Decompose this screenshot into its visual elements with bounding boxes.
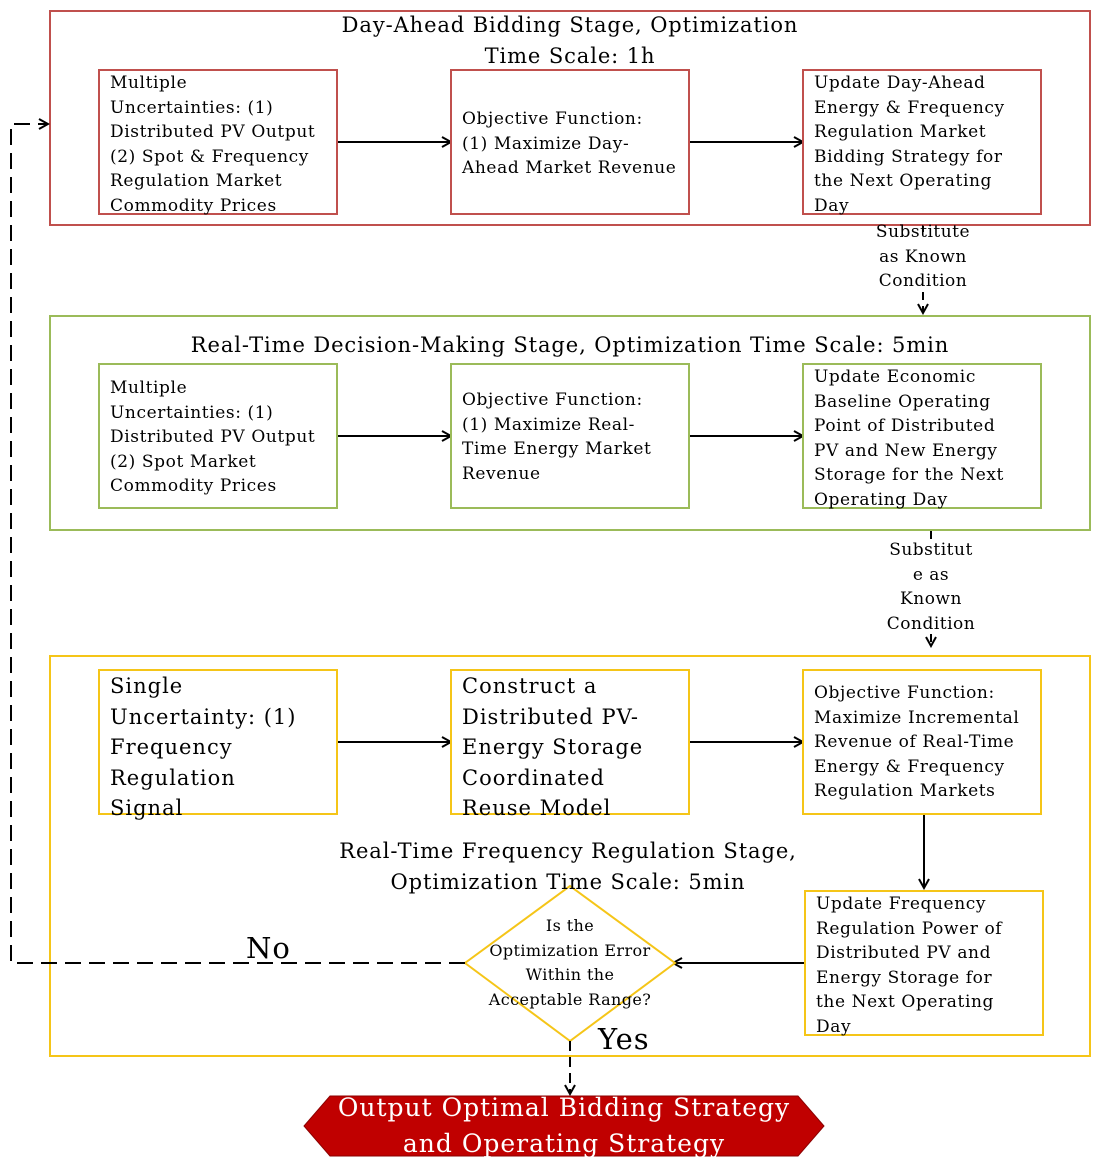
- stage1-uncertainty-box: Multiple Uncertainties: (1) Distributed …: [98, 69, 338, 216]
- stage1-title-line2: Time Scale: 1h: [484, 44, 656, 68]
- stage2-frame: [49, 315, 1091, 531]
- stage3-uncertainty-box: Single Uncertainty: (1) Frequency Regula…: [98, 669, 338, 820]
- stage3-objective-box: Objective Function: Maximize Incremental…: [802, 669, 1042, 815]
- decision-text: Is the Optimization Error Within the Acc…: [488, 916, 652, 1009]
- yes-label: Yes: [598, 1022, 650, 1056]
- stage3-title-line2: Optimization Time Scale: 5min: [390, 870, 746, 894]
- stage2-update-box: Update Economic Baseline Operating Point…: [802, 363, 1042, 510]
- stage2-title: Real-Time Decision-Making Stage, Optimiz…: [190, 333, 950, 357]
- output-hexagon: [303, 1095, 825, 1157]
- stage1-frame: [49, 10, 1091, 226]
- link1-label: Substitute as Known Condition: [875, 222, 971, 291]
- stage3-frame: [49, 655, 1091, 1057]
- stage1-objective-box: Objective Function: (1) Maximize Day- Ah…: [450, 69, 690, 215]
- no-label: No: [246, 931, 291, 965]
- stage1-title-line1: Day-Ahead Bidding Stage, Optimization: [341, 13, 799, 37]
- output-label: Output Optimal Bidding Strategy and Oper…: [337, 1093, 791, 1158]
- stage2-objective-box: Objective Function: (1) Maximize Real- T…: [450, 363, 690, 509]
- stage1-update-box: Update Day-Ahead Energy & Frequency Regu…: [802, 69, 1042, 216]
- stage2-uncertainty-box: Multiple Uncertainties: (1) Distributed …: [98, 363, 338, 509]
- stage3-title-line1: Real-Time Frequency Regulation Stage,: [339, 839, 797, 863]
- stage3-model-box: Construct a Distributed PV- Energy Stora…: [450, 669, 690, 820]
- stage3-update-box: Update Frequency Regulation Power of Dis…: [804, 890, 1044, 1037]
- link2-label: Substitut e as Known Condition: [886, 540, 976, 634]
- no-loop-line: [10, 124, 465, 964]
